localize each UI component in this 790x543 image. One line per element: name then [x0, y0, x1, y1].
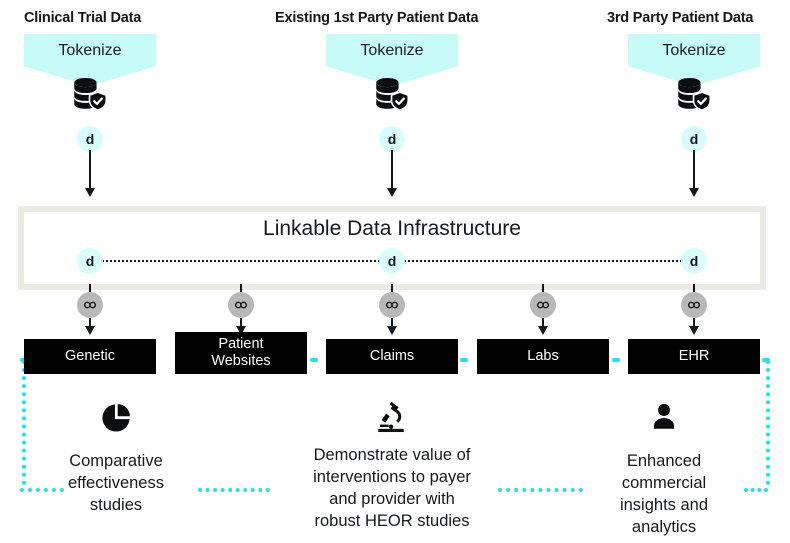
- arrow-line-patient-websites: [240, 318, 242, 328]
- infra-dotted-link-right: [404, 260, 682, 262]
- source-box-labs[interactable]: Labs: [477, 339, 609, 374]
- arrow-head-claims: [387, 326, 397, 335]
- outcome-text-enhanced-commercial: Enhanced commercial insights and analyti…: [588, 450, 740, 538]
- link-stem-ehr: [693, 284, 695, 294]
- database-check-icon: [69, 74, 111, 116]
- link-stem-labs: [542, 284, 544, 294]
- accent-frame-top-seg-3: [460, 358, 468, 362]
- arrow-head-genetic: [85, 326, 95, 335]
- link-stem-claims: [391, 284, 393, 294]
- infra-badge-right: d: [681, 248, 707, 274]
- accent-frame-bottom-left: [20, 488, 64, 492]
- outcome-label-0: Comparative effectiveness studies: [67, 452, 164, 514]
- link-stem-patient-websites: [240, 284, 242, 294]
- chain-link-icon: [77, 292, 103, 318]
- token-badge-third-party: d: [681, 126, 707, 152]
- source-box-genetic-label: Genetic: [65, 348, 115, 364]
- source-box-claims-label: Claims: [369, 348, 415, 364]
- infra-dotted-link-left: [102, 260, 380, 262]
- accent-frame-bottom-right: [744, 488, 768, 492]
- tokenize-label-clinical: Tokenize: [58, 42, 122, 59]
- column-header-clinical-trial-data: Clinical Trial Data: [24, 10, 142, 26]
- chain-link-icon: [530, 292, 556, 318]
- infra-badge-center: d: [379, 248, 405, 274]
- arrow-line-third-party: [693, 150, 695, 190]
- microscope-icon: [374, 401, 408, 435]
- tokenize-label-first-party: Tokenize: [360, 42, 424, 59]
- tokenize-label-third-party: Tokenize: [662, 42, 726, 59]
- arrow-head-labs: [538, 326, 548, 335]
- source-box-patient-websites[interactable]: Patient Websites: [175, 332, 307, 374]
- chain-link-icon: [681, 292, 707, 318]
- arrow-line-first-party: [391, 150, 393, 190]
- outcome-label-1: Demonstrate value of interventions to pa…: [313, 446, 471, 530]
- accent-frame-top-seg-4: [612, 358, 620, 362]
- link-stem-genetic: [89, 284, 91, 294]
- person-icon: [647, 400, 681, 434]
- column-header-third-party: 3rd Party Patient Data: [607, 10, 754, 26]
- database-check-icon: [371, 74, 413, 116]
- chain-link-icon: [379, 292, 405, 318]
- source-box-ehr-label: EHR: [678, 348, 710, 364]
- arrow-head-ehr: [689, 326, 699, 335]
- token-badge-clinical: d: [77, 126, 103, 152]
- accent-frame-bottom-seg-2: [498, 488, 583, 492]
- accent-frame-left: [22, 360, 26, 485]
- accent-frame-top-seg-5: [762, 358, 770, 362]
- arrow-line-clinical: [89, 150, 91, 190]
- source-box-ehr[interactable]: EHR: [628, 339, 760, 374]
- arrow-head-clinical: [85, 188, 95, 197]
- source-box-labs-label: Labs: [527, 348, 559, 364]
- arrow-line-claims: [391, 318, 393, 328]
- pie-chart-icon: [99, 401, 133, 435]
- accent-frame-bottom-seg-1: [198, 488, 270, 492]
- source-box-genetic[interactable]: Genetic: [24, 339, 156, 374]
- infra-badge-left: d: [77, 248, 103, 274]
- outcome-text-comparative-effectiveness: Comparative effectiveness studies: [36, 450, 196, 516]
- arrow-head-patient-websites: [236, 326, 246, 335]
- database-check-icon: [673, 74, 715, 116]
- arrow-head-third-party: [689, 188, 699, 197]
- token-badge-first-party: d: [379, 126, 405, 152]
- source-box-patient-websites-label: Patient Websites: [211, 336, 271, 369]
- accent-frame-top-seg-2: [310, 358, 318, 362]
- infrastructure-title: Linkable Data Infrastructure: [263, 217, 521, 240]
- outcome-text-demonstrate-value: Demonstrate value of interventions to pa…: [288, 444, 496, 532]
- arrow-head-first-party: [387, 188, 397, 197]
- arrow-line-labs: [542, 318, 544, 328]
- source-box-claims[interactable]: Claims: [326, 339, 458, 374]
- column-header-existing-first-party: Existing 1st Party Patient Data: [275, 10, 479, 26]
- outcome-label-2: Enhanced commercial insights and analyti…: [619, 452, 709, 536]
- arrow-line-genetic: [89, 318, 91, 328]
- chain-link-icon: [228, 292, 254, 318]
- arrow-line-ehr: [693, 318, 695, 328]
- accent-frame-right: [766, 360, 770, 485]
